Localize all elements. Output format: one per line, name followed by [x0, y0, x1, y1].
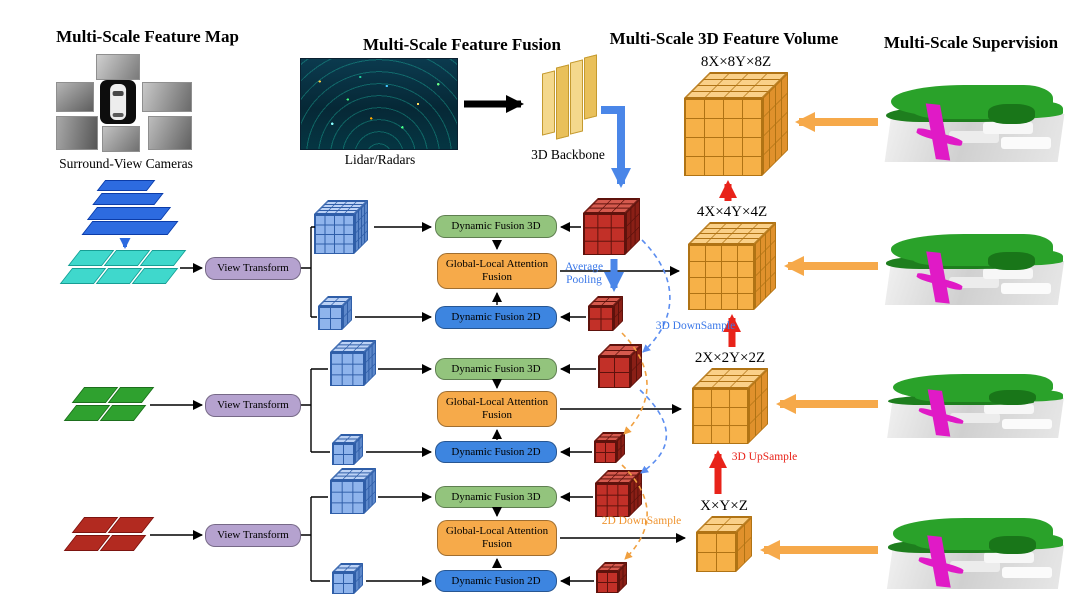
dynamic-fusion-2d-box-2: Dynamic Fusion 2D: [435, 441, 557, 463]
blue-feature-cube-3d-2: [330, 340, 376, 386]
volume-label-4x: 4X×4Y×4Z: [696, 204, 768, 220]
scene-vegetation-dark: [988, 252, 1036, 270]
caption-cameras: Surround-View Cameras: [59, 156, 193, 171]
cube-front-face: [332, 572, 354, 594]
cube-front-face: [688, 244, 754, 310]
volume-cube-8x: [684, 72, 788, 176]
dynamic-fusion-2d-box-1: Dynamic Fusion 2D: [435, 306, 557, 329]
blue-feature-cube-2d-3: [332, 563, 363, 594]
header-feature-map: Multi-Scale Feature Map: [56, 27, 239, 46]
scene-voxels: [983, 122, 1034, 135]
blue-feature-cube-3d-1: [314, 200, 368, 254]
scene-ground: [884, 114, 1064, 163]
scene-voxels: [983, 404, 1034, 415]
label-average-pooling: Average Pooling: [564, 261, 604, 287]
cube-front-face: [684, 98, 762, 176]
scene-voxels: [983, 552, 1034, 564]
cube-front-face: [318, 306, 342, 330]
red-feature-cube-2d-3: [596, 562, 627, 593]
backbone-slab: [584, 54, 597, 120]
pyramid-layer: [81, 221, 179, 235]
volume-cube-2x: [692, 368, 768, 444]
supervision-scene-1: [884, 78, 1064, 166]
red-feature-cube-3d-1: [583, 198, 640, 255]
attention-fusion-box-1: Global-Local Attention Fusion: [437, 253, 557, 289]
red-feature-cube-2d-1: [588, 296, 623, 331]
supervision-scene-3: [886, 368, 1064, 440]
label-3d-upsample: 3D UpSample: [731, 451, 798, 463]
dynamic-fusion-3d-box-2: Dynamic Fusion 3D: [435, 358, 557, 380]
label-2d-downsample: 2D DownSample: [601, 515, 682, 527]
header-feature-volume: Multi-Scale 3D Feature Volume: [609, 29, 839, 48]
cube-front-face: [595, 483, 629, 517]
pyramid-layer: [96, 180, 156, 191]
cube-front-face: [696, 532, 736, 572]
scene-ground: [886, 397, 1064, 438]
red-feature-cube-2d-2: [594, 432, 625, 463]
supervision-scene-4: [886, 512, 1064, 592]
cube-front-face: [598, 356, 630, 388]
volume-label-8x: 8X×8Y×8Z: [700, 54, 772, 70]
volume-label-2x: 2X×2Y×2Z: [694, 350, 766, 366]
scene-ground: [884, 260, 1064, 305]
view-transform-box-3: View Transform: [205, 524, 301, 547]
red-feature-cube-3d-3: [595, 470, 642, 517]
scene-vegetation-dark: [989, 536, 1036, 554]
blue-feature-cube-2d-1: [318, 296, 352, 330]
backbone-slab: [570, 59, 583, 135]
dynamic-fusion-3d-box-1: Dynamic Fusion 3D: [435, 215, 557, 238]
pyramid-layer: [92, 193, 164, 205]
scene-vegetation-dark: [989, 389, 1036, 406]
backbone-slab: [556, 64, 569, 140]
surround-camera-grid: [56, 54, 192, 152]
path-3d-downsample-1: [641, 239, 671, 353]
volume-cube-1x: [696, 516, 752, 572]
car-rear-window: [112, 112, 124, 117]
cube-front-face: [596, 571, 618, 593]
header-feature-fusion: Multi-Scale Feature Fusion: [363, 35, 561, 54]
attention-fusion-box-2: Global-Local Attention Fusion: [437, 391, 557, 427]
attention-fusion-box-3: Global-Local Attention Fusion: [437, 520, 557, 556]
supervision-scene-2: [884, 228, 1064, 308]
view-transform-box-2: View Transform: [205, 394, 301, 417]
cube-front-face: [330, 480, 364, 514]
volume-label-1x: X×Y×Z: [700, 498, 748, 514]
cube-front-face: [594, 441, 616, 463]
camera-thumbnail: [56, 116, 98, 150]
header-supervision: Multi-Scale Supervision: [883, 33, 1059, 52]
lidar-pointcloud-image: [300, 58, 458, 150]
caption-lidar: Lidar/Radars: [344, 152, 416, 167]
camera-thumbnail: [142, 82, 192, 112]
cube-front-face: [692, 388, 748, 444]
scene-voxels: [983, 268, 1034, 280]
red-feature-cube-3d-2: [598, 344, 642, 388]
path-3d-downsample-2: [639, 389, 667, 474]
pyramid-layer: [86, 207, 172, 220]
volume-cube-4x: [688, 222, 776, 310]
scene-vegetation-dark: [988, 104, 1036, 124]
cube-front-face: [332, 443, 354, 465]
car-windshield: [112, 90, 124, 96]
backbone-slab: [542, 70, 555, 136]
scene-ground: [886, 544, 1064, 589]
camera-thumbnail: [148, 116, 192, 150]
cube-front-face: [588, 306, 613, 331]
blue-feature-cube-2d-2: [332, 434, 363, 465]
dynamic-fusion-3d-box-3: Dynamic Fusion 3D: [435, 486, 557, 508]
blue-feature-cube-3d-3: [330, 468, 376, 514]
cube-front-face: [314, 214, 354, 254]
caption-backbone: 3D Backbone: [531, 147, 605, 162]
camera-thumbnail: [96, 54, 140, 80]
camera-thumbnail: [56, 82, 94, 112]
cube-front-face: [583, 213, 625, 255]
label-3d-downsample: 3D DownSample: [655, 320, 736, 332]
camera-thumbnail: [102, 126, 140, 152]
ego-car-icon: [100, 80, 136, 124]
cube-front-face: [330, 352, 364, 386]
view-transform-box-1: View Transform: [205, 257, 301, 280]
dynamic-fusion-2d-box-3: Dynamic Fusion 2D: [435, 570, 557, 592]
